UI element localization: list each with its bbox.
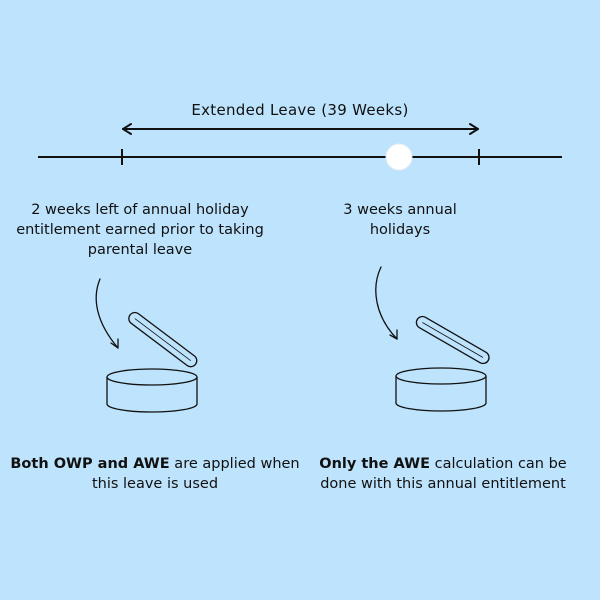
right-note-bold: Only the AWE [319,456,430,472]
extended-leave-title: Extended Leave (39 Weeks) [191,101,409,119]
left-note-text: are applied when this leave is used [91,456,300,492]
timeline-current-marker [385,143,413,171]
curved-arrow-icon [375,266,398,340]
left-note: Both OWP and AWE are applied when this l… [10,454,300,494]
open-box-icon [395,315,490,412]
left-note-bold: Both OWP and AWE [10,456,170,472]
open-box-icon [106,311,198,413]
curved-arrow-icon [95,278,119,349]
right-note: Only the AWE calculation can be done wit… [307,454,579,494]
left-holiday-description: 2 weeks left of annual holiday entitleme… [16,202,264,258]
right-holiday-description: 3 weeks annual holidays [343,202,457,238]
extended-leave-arrow-icon [122,123,479,135]
right-note-text: calculation can be done with this annual… [320,456,567,492]
